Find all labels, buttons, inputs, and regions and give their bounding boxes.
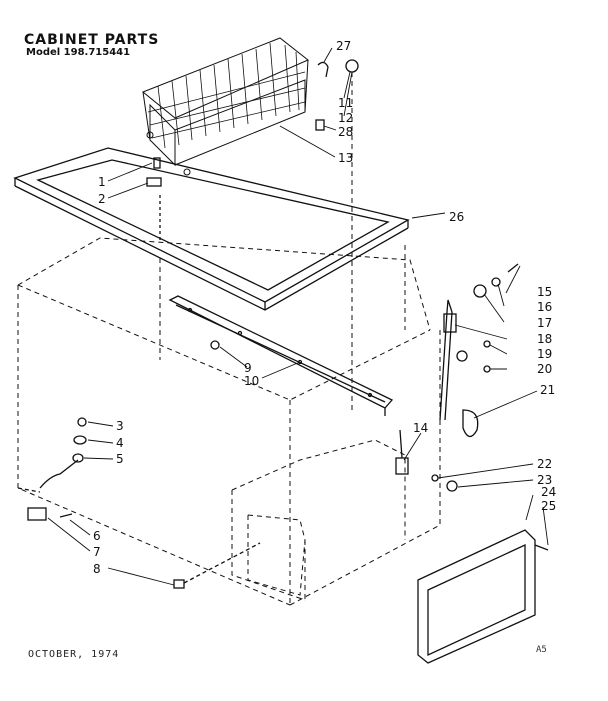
screw-part [173,542,261,589]
callout-22: 22 [537,457,552,471]
callout-7: 7 [93,545,101,559]
lock-rod [439,299,479,438]
callout-21: 21 [540,383,555,397]
page-code: A5 [536,645,547,655]
breaker-strip-frame [13,147,410,311]
callout-9: 9 [244,361,252,375]
callout-17: 17 [537,316,552,330]
callout-19: 19 [537,347,552,361]
callout-8: 8 [93,562,101,576]
cabinet-body [17,237,441,606]
callout-10: 10 [244,374,259,388]
drain-parts [17,417,87,521]
hinge-screw-parts [146,157,162,187]
access-panel [417,529,549,664]
callout-5: 5 [116,452,124,466]
callout-2: 2 [98,192,106,206]
wire-basket [142,37,309,176]
callout-27: 27 [336,39,351,53]
publication-date: OCTOBER, 1974 [28,649,120,660]
callout-25: 25 [541,499,556,513]
callout-26: 26 [449,210,464,224]
callout-11: 11 [338,96,353,110]
callout-6: 6 [93,529,101,543]
callout-12: 12 [338,111,353,125]
callout-18: 18 [537,332,552,346]
callout-labels: 1 2 3 4 5 6 7 8 9 10 11 12 13 14 15 16 1… [93,39,556,576]
callout-28: 28 [338,125,353,139]
model-number: Model 198.715441 [26,47,131,58]
hinge-bar [168,295,394,416]
callout-1: 1 [98,175,106,189]
callout-3: 3 [116,419,124,433]
callout-4: 4 [116,436,124,450]
leader-lines [47,47,549,586]
callout-13: 13 [338,151,353,165]
callout-15: 15 [537,285,552,299]
diagram-title: CABINET PARTS [24,32,160,48]
screw-washer-parts [473,263,519,373]
callout-14: 14 [413,421,428,435]
callout-20: 20 [537,362,552,376]
callout-16: 16 [537,300,552,314]
callout-24: 24 [541,485,556,499]
callout-23: 23 [537,473,552,487]
